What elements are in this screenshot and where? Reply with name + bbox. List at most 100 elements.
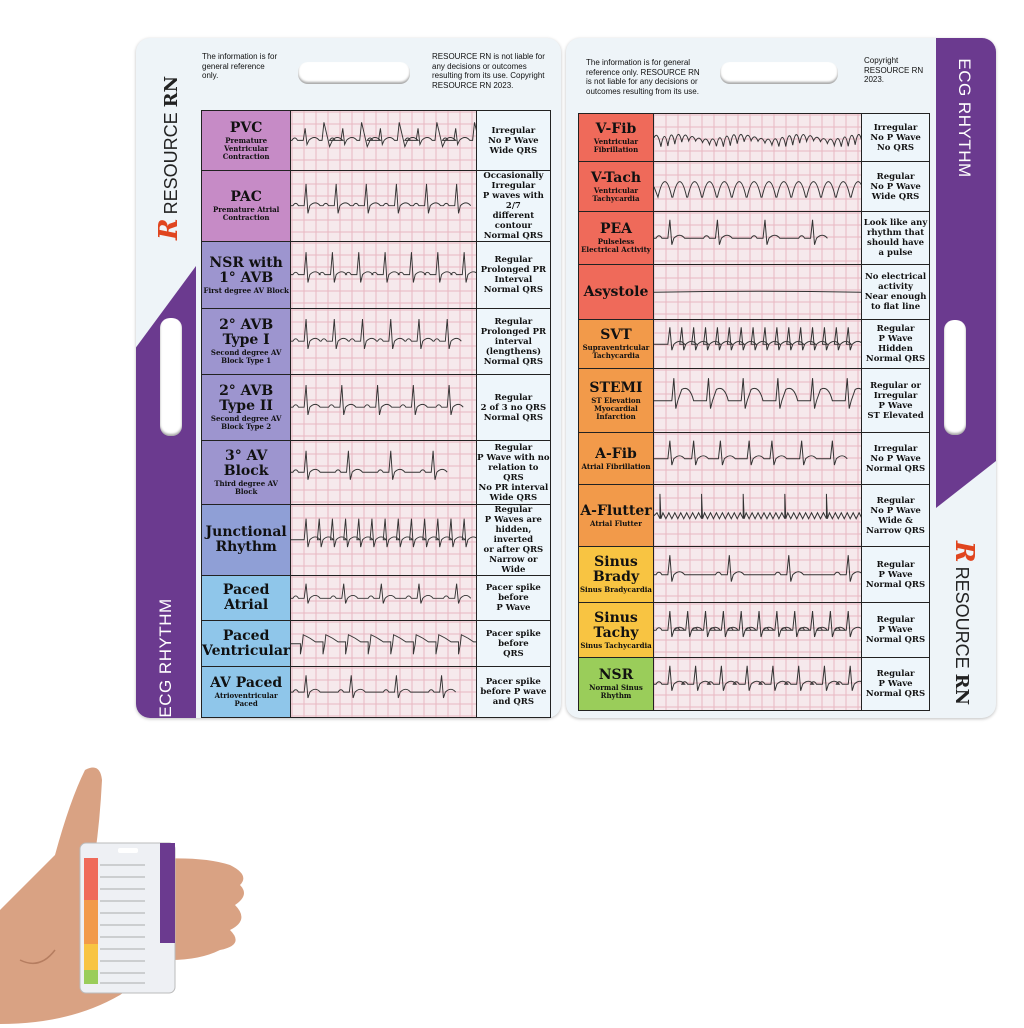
characteristic-line: Regular <box>876 495 915 506</box>
characteristic-line: interval <box>494 336 532 347</box>
rhythm-full-name: Premature Atrial Contraction <box>212 205 280 222</box>
characteristic-line: different contour <box>492 211 535 231</box>
rhythm-name: PEA <box>599 221 633 237</box>
ecg-waveform-icon <box>653 219 828 245</box>
ecg-strip <box>652 319 863 369</box>
ecg-strip <box>652 602 863 658</box>
characteristic-line: Interval <box>494 275 533 285</box>
ecg-waveform-icon <box>653 180 862 199</box>
characteristic-line: Narrow or Wide <box>489 555 538 575</box>
ecg-waveform-icon <box>653 554 862 582</box>
ecg-waveform-icon <box>291 252 476 283</box>
characteristic-line: Regular <box>876 171 915 182</box>
ecg-strip <box>652 484 863 547</box>
characteristic-line: No P Wave <box>870 132 921 143</box>
characteristic-line: or after QRS <box>483 545 544 555</box>
ecg-strip <box>652 161 863 212</box>
ecg-strip <box>290 241 477 309</box>
rhythm-name: Paced Atrial <box>222 582 270 613</box>
rhythm-name: NSR with 1° AVB <box>209 254 283 286</box>
ecg-waveform-icon <box>653 665 862 691</box>
characteristic-line: QRS <box>503 648 524 659</box>
rhythm-full-name: First degree AV Block <box>203 285 289 295</box>
characteristic-line: Normal QRS <box>483 412 543 423</box>
characteristic-line: Pacer spike <box>485 677 541 687</box>
characteristic-line: Wide QRS <box>489 145 538 156</box>
ecg-strip <box>290 575 477 621</box>
characteristic-line: to flat line <box>870 302 921 312</box>
rhythm-full-name: Normal Sinus Rhythm <box>589 683 643 700</box>
rhythm-name: 2° AVB Type I <box>219 317 274 348</box>
characteristic-line: P Wave <box>878 679 913 689</box>
characteristic-line: Narrow QRS <box>866 525 925 536</box>
ecg-rhythm-label: ECG RHYTHM <box>156 598 175 718</box>
rhythm-full-name: Ventricular Fibrillation <box>593 136 639 154</box>
characteristic-line: Normal QRS <box>865 689 926 699</box>
rhythm-name: Sinus Tachy <box>593 609 639 641</box>
characteristic-line: Occasionally <box>483 171 544 181</box>
characteristic-line: Irregular <box>873 122 918 133</box>
ecg-waveform-icon <box>291 450 448 481</box>
characteristic-line: Irregular <box>873 390 918 401</box>
characteristic-line: No P Wave <box>870 505 921 516</box>
characteristic-line: Normal QRS <box>865 463 926 474</box>
rhythm-full-name: Third degree AV Block <box>214 479 278 496</box>
characteristic-line: Regular <box>494 316 533 327</box>
rhythm-full-name: Premature Ventricular Contraction <box>222 135 270 161</box>
characteristic-line: No electrical <box>864 272 927 282</box>
characteristic-line: Regular <box>494 505 533 515</box>
characteristic-line: No QRS <box>877 142 915 153</box>
ecg-strip <box>290 110 477 171</box>
badge-slot-top <box>298 62 410 84</box>
ecg-waveform-icon <box>653 133 862 148</box>
characteristic-line: before P wave <box>480 687 547 697</box>
characteristic-line: Irregular <box>491 125 536 136</box>
ecg-waveform-icon <box>291 319 462 350</box>
ecg-strip <box>290 666 477 718</box>
ecg-strip <box>652 113 863 162</box>
ecg-strip <box>290 170 477 242</box>
characteristic-line: Prolonged PR <box>480 265 547 275</box>
rhythm-full-name: Pulseless Electrical Activity <box>581 237 651 254</box>
badge-slot-top <box>720 62 838 84</box>
ecg-waveform-icon <box>653 326 862 351</box>
characteristic-line: Normal QRS <box>483 356 543 367</box>
hand-illustration-icon <box>0 767 244 1024</box>
characteristic-line: and QRS <box>492 697 534 707</box>
characteristic-line: 2 of 3 no QRS <box>480 402 547 413</box>
characteristic-line: No PR interval <box>478 482 549 493</box>
ecg-waveform-icon <box>653 440 848 465</box>
ecg-strip <box>652 211 863 265</box>
characteristic-line: P Wave <box>496 603 531 613</box>
brand-logo: RRESOURCE RN <box>949 540 979 706</box>
rhythm-name: PVC <box>229 119 263 136</box>
brand-logo: RRESOURCE RN <box>154 75 184 241</box>
ecg-strip <box>652 432 863 485</box>
ecg-waveform-icon <box>291 675 457 699</box>
rhythm-name: 3° AV Block <box>223 448 269 479</box>
characteristic-line: Regular <box>876 559 915 570</box>
rhythm-full-name: Sinus Tachycardia <box>580 640 652 650</box>
